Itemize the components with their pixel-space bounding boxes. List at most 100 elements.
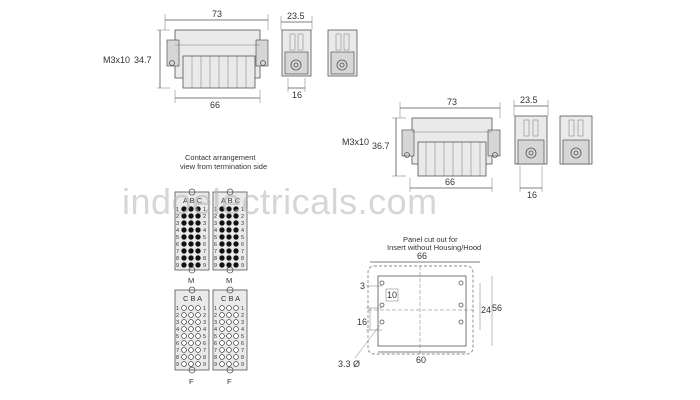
contact-pin: [219, 319, 225, 325]
contact-pin: [188, 305, 194, 311]
contact-pin: [188, 333, 194, 339]
contact-pin: [219, 213, 225, 219]
contact-pin: [219, 340, 225, 346]
panel-caption-line2: Insert without Housing/Hood: [387, 243, 481, 252]
contact-pin: [219, 241, 225, 247]
contact-pin: [226, 340, 232, 346]
female-cols-left: C B A: [183, 294, 202, 303]
contact-pin: [181, 312, 187, 318]
front-view-right: 73 36.7 M3x10 66: [342, 97, 501, 192]
row-number: 7: [214, 348, 217, 354]
panel-outer-width: 66: [417, 251, 427, 261]
row-number: 2: [214, 313, 217, 319]
contact-pin: [195, 241, 201, 247]
contact-pin: [181, 319, 187, 325]
contact-pin: [219, 234, 225, 240]
row-number: 5: [176, 334, 179, 340]
contact-pin: [219, 206, 225, 212]
contact-pin: [226, 220, 232, 226]
contact-pin: [233, 305, 239, 311]
row-number: 9: [241, 362, 244, 368]
contact-pin: [233, 213, 239, 219]
contact-pin: [195, 248, 201, 254]
contact-pin: [188, 248, 194, 254]
contact-pin: [181, 333, 187, 339]
male-label-right: M: [226, 276, 232, 285]
contact-pin: [181, 347, 187, 353]
female-label-right: F: [227, 377, 232, 386]
contact-pin: [188, 312, 194, 318]
top-height-dim: 34.7: [134, 55, 152, 65]
right-side-width-dim: 23.5: [520, 95, 538, 105]
contact-pin: [233, 262, 239, 268]
contact-pin: [226, 213, 232, 219]
contact-pin: [181, 234, 187, 240]
contact-pin: [219, 262, 225, 268]
row-number: 4: [176, 327, 179, 333]
contact-pin: [219, 354, 225, 360]
contact-pin: [195, 347, 201, 353]
row-number: 1: [241, 306, 244, 312]
contact-pin: [181, 305, 187, 311]
row-number: 1: [176, 207, 179, 213]
contact-pin: [195, 206, 201, 212]
top-base-dim: 66: [210, 100, 220, 110]
row-number: 8: [214, 355, 217, 361]
row-number: 9: [203, 362, 206, 368]
row-number: 2: [214, 214, 217, 220]
side-views-right: 23.5 16: [513, 95, 593, 200]
contact-pin: [195, 361, 201, 367]
row-number: 9: [203, 263, 206, 269]
right-width-dim: 73: [447, 97, 457, 107]
row-number: 4: [203, 327, 206, 333]
row-number: 3: [203, 221, 206, 227]
row-number: 5: [176, 235, 179, 241]
row-number: 9: [176, 362, 179, 368]
top-side-base-dim: 16: [292, 90, 302, 100]
panel-dim-16: 16: [357, 317, 367, 327]
contact-pin: [188, 319, 194, 325]
top-side-width-dim: 23.5: [287, 11, 305, 21]
row-number: 7: [214, 249, 217, 255]
row-number: 7: [176, 348, 179, 354]
contact-pin: [233, 354, 239, 360]
contact-pin: [226, 312, 232, 318]
row-number: 6: [203, 242, 206, 248]
contact-pin: [195, 220, 201, 226]
contact-pin: [226, 347, 232, 353]
contact-pin: [195, 319, 201, 325]
row-number: 4: [214, 327, 217, 333]
row-number: 3: [203, 320, 206, 326]
contact-pin: [188, 234, 194, 240]
contact-pin: [219, 227, 225, 233]
right-base-dim: 66: [445, 177, 455, 187]
row-number: 8: [176, 355, 179, 361]
contact-pin: [181, 248, 187, 254]
contact-pin: [226, 361, 232, 367]
contact-pin: [226, 305, 232, 311]
contact-pin: [181, 206, 187, 212]
contact-pin: [195, 333, 201, 339]
row-number: 6: [214, 341, 217, 347]
row-number: 8: [176, 256, 179, 262]
contact-pin: [219, 255, 225, 261]
row-number: 3: [241, 320, 244, 326]
contact-caption-line1: Contact arrangement: [185, 153, 256, 162]
contact-pin: [233, 227, 239, 233]
row-number: 3: [176, 221, 179, 227]
right-side-base-dim: 16: [527, 190, 537, 200]
row-number: 6: [203, 341, 206, 347]
row-number: 9: [241, 263, 244, 269]
row-number: 7: [176, 249, 179, 255]
contact-pin: [219, 220, 225, 226]
contact-pin: [233, 319, 239, 325]
row-number: 1: [214, 306, 217, 312]
contact-pin: [181, 213, 187, 219]
contact-pin: [188, 262, 194, 268]
row-number: 8: [214, 256, 217, 262]
panel-dim-24: 24: [481, 305, 491, 315]
contact-pin: [226, 206, 232, 212]
